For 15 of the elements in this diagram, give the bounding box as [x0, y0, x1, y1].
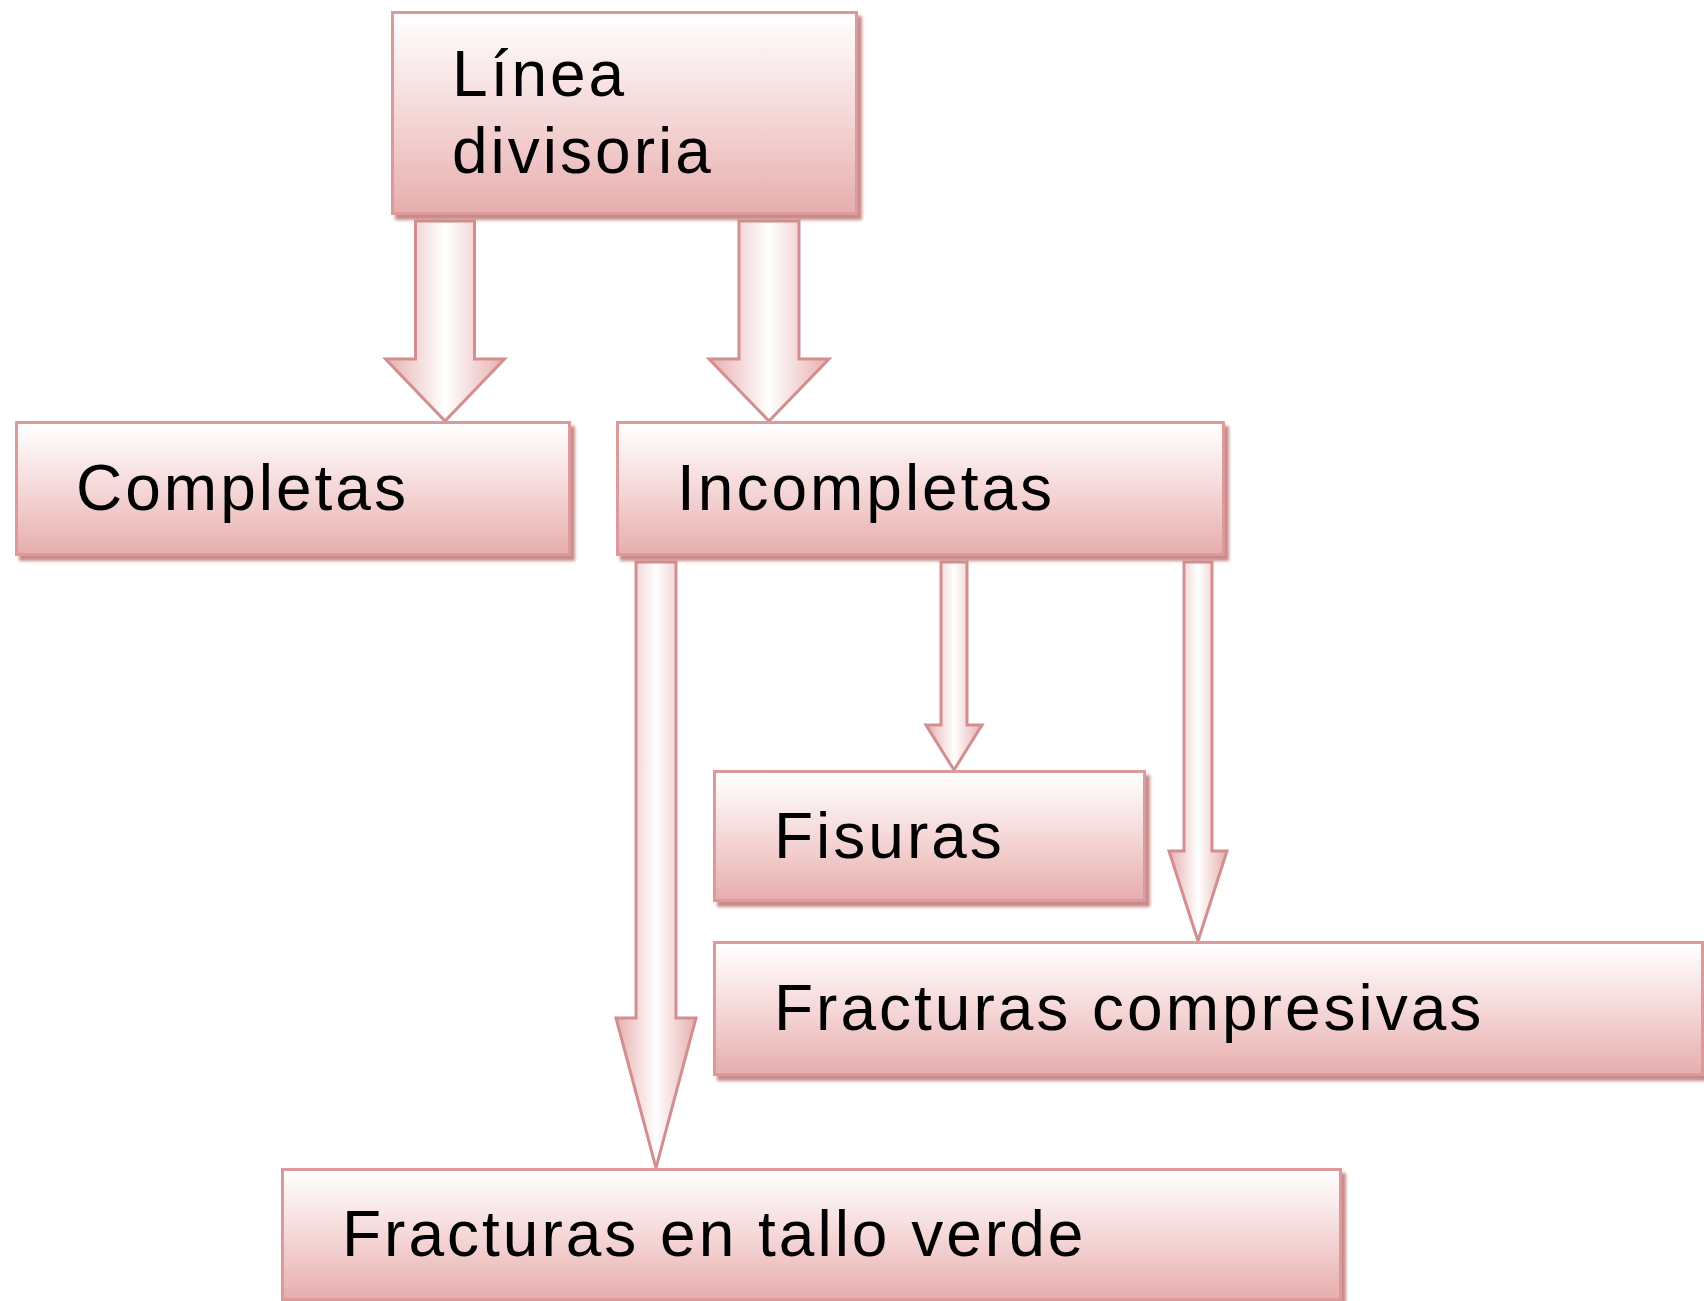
category-label: Fracturas compresivas [774, 971, 1485, 1047]
category-label: Línea divisoria [452, 37, 715, 189]
block-arrow [382, 219, 508, 424]
block-arrow [705, 219, 833, 424]
block-arrow [923, 560, 985, 773]
category-label: Incompletas [677, 451, 1056, 527]
category-label: Completas [76, 451, 409, 527]
category-box [391, 11, 858, 215]
category-label: Fracturas en tallo verde [342, 1197, 1087, 1273]
category-box [15, 421, 571, 556]
category-box [616, 421, 1225, 556]
category-box [713, 770, 1146, 902]
category-box [713, 941, 1704, 1076]
category-label: Fisuras [774, 798, 1005, 874]
category-box [281, 1168, 1342, 1301]
